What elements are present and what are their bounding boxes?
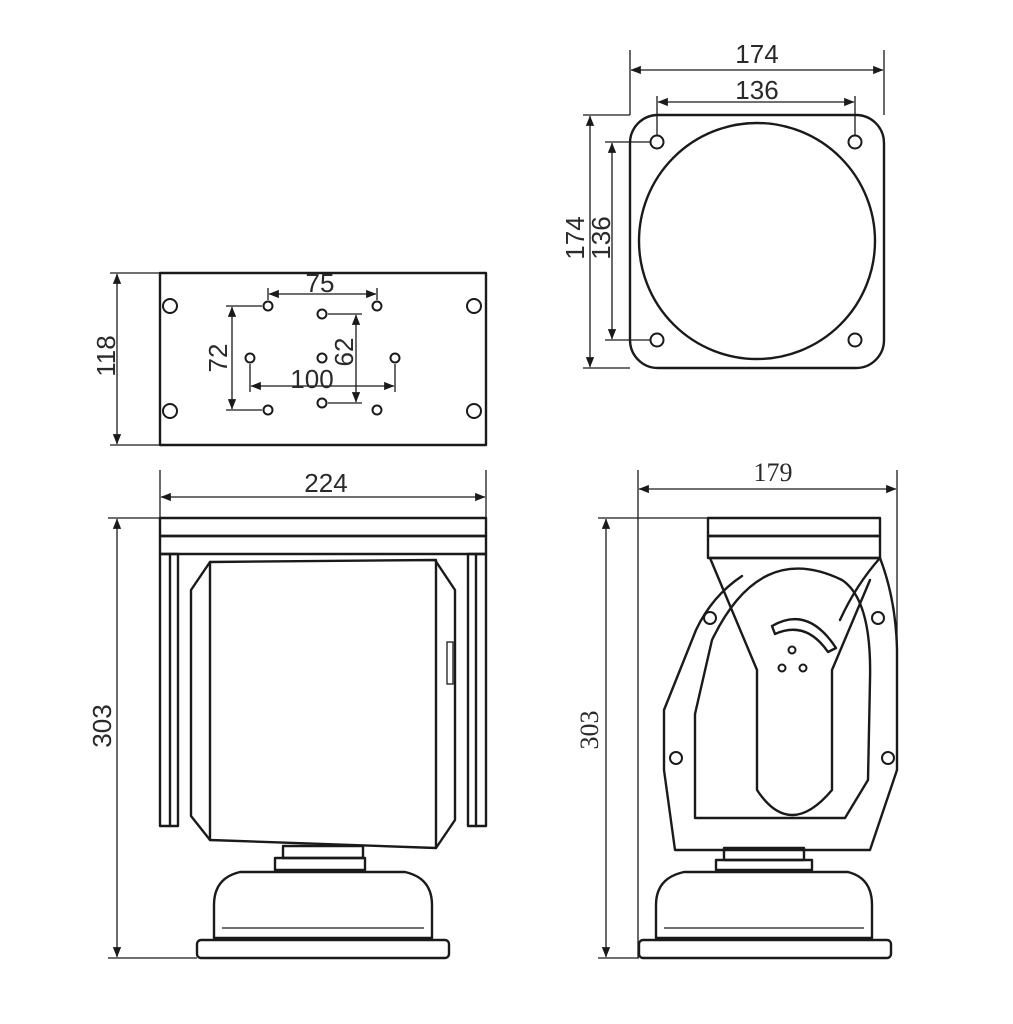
side-housing-outline bbox=[693, 567, 872, 820]
side-yoke-inner bbox=[708, 556, 872, 816]
side-base-plate bbox=[637, 938, 893, 960]
mounting-hole bbox=[649, 332, 665, 348]
side-top-plate bbox=[706, 516, 882, 538]
top-view-outer-plate bbox=[628, 113, 886, 370]
front-view: 224 303 bbox=[87, 468, 488, 960]
screw-icon bbox=[871, 611, 885, 625]
pattern-hole bbox=[316, 352, 328, 364]
dim-label-top-inner-width: 136 bbox=[735, 75, 778, 105]
top-view: 174 136 174 136 bbox=[560, 39, 886, 370]
side-top-collar bbox=[706, 534, 882, 560]
front-base-plate bbox=[195, 938, 451, 960]
front-top-plate bbox=[158, 516, 488, 538]
dim-label-side-width: 179 bbox=[754, 458, 793, 487]
dim-label-hole-62: 62 bbox=[329, 338, 359, 367]
mounting-hole bbox=[649, 134, 665, 150]
corner-hole bbox=[466, 298, 482, 314]
dim-label-hole-72: 72 bbox=[203, 344, 233, 373]
dim-label-base-height: 118 bbox=[91, 335, 121, 376]
base-plate bbox=[158, 271, 488, 447]
dim-label-top-inner-height: 136 bbox=[586, 216, 616, 259]
pattern-hole bbox=[389, 352, 401, 364]
pattern-hole bbox=[262, 404, 274, 416]
pattern-hole bbox=[371, 300, 383, 312]
side-dot bbox=[787, 645, 797, 655]
dim-label-hole-75: 75 bbox=[306, 268, 335, 298]
pattern-hole bbox=[244, 352, 256, 364]
dim-label-side-height: 303 bbox=[575, 711, 604, 750]
corner-hole bbox=[466, 403, 482, 419]
screw-icon bbox=[669, 751, 683, 765]
front-housing bbox=[189, 558, 457, 850]
corner-hole bbox=[162, 403, 178, 419]
dim-label-front-height: 303 bbox=[87, 704, 117, 747]
side-view: 179 303 bbox=[575, 458, 899, 960]
side-dome bbox=[654, 870, 874, 940]
side-dot bbox=[798, 663, 808, 673]
top-view-lens bbox=[637, 121, 877, 361]
pattern-hole bbox=[316, 397, 328, 409]
corner-hole bbox=[162, 298, 178, 314]
side-yoke bbox=[662, 556, 899, 852]
pattern-hole bbox=[262, 300, 274, 312]
pattern-hole bbox=[371, 404, 383, 416]
front-neck-lower bbox=[273, 856, 367, 872]
mounting-hole bbox=[847, 332, 863, 348]
side-dot bbox=[777, 663, 787, 673]
base-plate-view: 118 75 72 62 100 bbox=[91, 268, 488, 447]
front-neck bbox=[281, 844, 365, 860]
dim-label-front-width: 224 bbox=[304, 468, 347, 498]
front-top-plate-lower bbox=[158, 534, 488, 556]
side-slot bbox=[770, 617, 838, 654]
front-dome bbox=[212, 870, 434, 940]
screw-icon bbox=[881, 751, 895, 765]
front-latch bbox=[446, 641, 454, 685]
dim-label-hole-100: 100 bbox=[290, 364, 333, 394]
pattern-hole bbox=[316, 308, 328, 320]
screw-icon bbox=[703, 611, 717, 625]
dim-label-top-outer-width: 174 bbox=[735, 39, 778, 69]
side-neck-lower bbox=[714, 858, 814, 872]
dim-label-top-outer-height: 174 bbox=[560, 216, 590, 259]
mounting-hole bbox=[847, 134, 863, 150]
